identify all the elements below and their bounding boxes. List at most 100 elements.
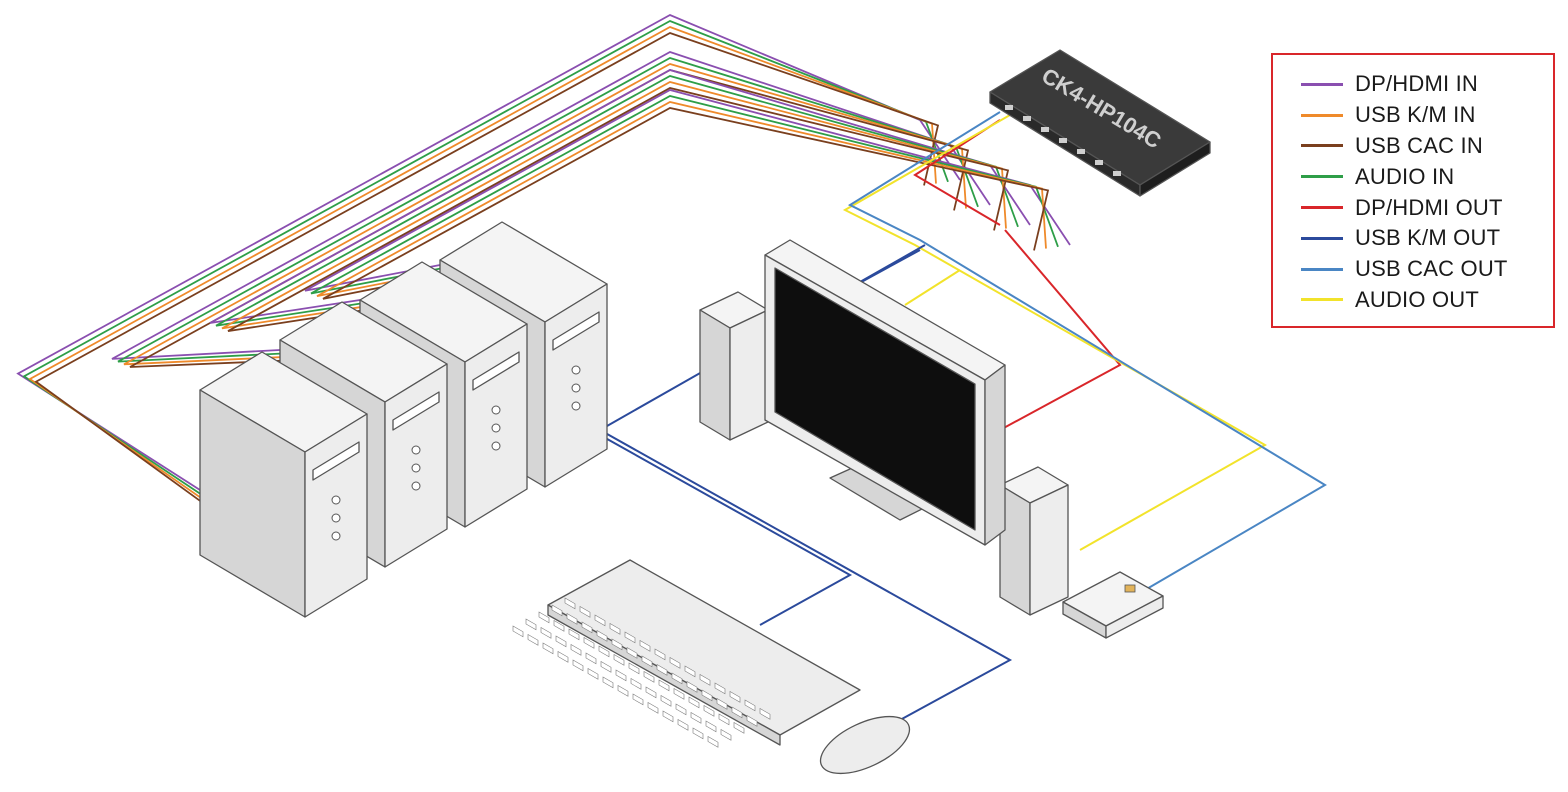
drive-bay (472, 351, 520, 391)
legend-label: DP/HDMI OUT (1355, 194, 1503, 220)
legend-swatch (1301, 144, 1343, 148)
keyboard-key (572, 659, 584, 672)
keyboard-key (690, 712, 702, 724)
legend-label: USB K/M IN (1355, 102, 1476, 128)
input-cable-bundle (16, 14, 1071, 502)
legend-item: DP/HDMI OUT (1301, 192, 1553, 223)
speaker-icon (999, 466, 1069, 616)
tower-button (491, 405, 501, 415)
keyboard-key (720, 729, 732, 741)
monitor-side (984, 364, 1006, 546)
keyboard-key (525, 618, 537, 631)
switch-port (1059, 138, 1067, 143)
keyboard-key (716, 698, 728, 710)
keyboard-key (598, 645, 610, 658)
keyboard-key (587, 668, 599, 680)
legend-label: AUDIO IN (1355, 163, 1455, 189)
keyboard-key (555, 635, 567, 648)
tower-button (331, 513, 341, 523)
input-cable (322, 107, 1050, 300)
switch-port (1077, 149, 1085, 154)
keyboard-key (759, 708, 771, 720)
dp-out-cable (999, 229, 1122, 431)
legend-label: DP/HDMI IN (1355, 71, 1478, 97)
switch-port (1095, 160, 1103, 165)
cac-reader-icon (1062, 571, 1164, 639)
keyboard-key (746, 715, 758, 727)
keyboard-key (581, 621, 593, 634)
keyboard-key (744, 699, 756, 712)
drive-bay (312, 441, 360, 481)
legend-label: USB CAC IN (1355, 132, 1483, 158)
keyboard-key (639, 640, 651, 652)
keyboard-key (613, 654, 625, 666)
keyboard-key (701, 689, 713, 702)
input-cable (227, 87, 1010, 332)
keyboard-key (568, 628, 580, 641)
km-out-cable (599, 434, 853, 626)
keyboard-key (705, 720, 717, 733)
keyboard-icon (512, 559, 861, 748)
keyboard-key (703, 705, 715, 717)
legend-label: AUDIO OUT (1355, 286, 1480, 312)
keyboard-key (527, 634, 539, 646)
switch-side (1139, 141, 1211, 197)
tower-button (571, 401, 581, 411)
equipment: CK4-HP104C (199, 49, 1211, 775)
legend-item: AUDIO OUT (1301, 285, 1553, 316)
legend-swatch (1301, 175, 1343, 179)
speaker-side (699, 309, 731, 441)
keyboard-key (731, 706, 743, 719)
legend-item: AUDIO IN (1301, 161, 1553, 192)
keyboard-key (692, 727, 704, 740)
legend-swatch (1301, 298, 1343, 302)
legend-item: USB K/M OUT (1301, 223, 1553, 254)
legend-swatch (1301, 113, 1343, 117)
keyboard-key (609, 623, 621, 635)
keyboard-key (714, 682, 726, 695)
keyboard-key (671, 672, 683, 685)
keyboard-key (579, 606, 591, 618)
keyboard-key (656, 664, 668, 676)
keyboard-key (718, 713, 730, 726)
tower-button (411, 481, 421, 491)
keyboard-key (566, 613, 578, 625)
keyboard-key (570, 644, 582, 656)
input-cable (34, 32, 940, 502)
cac-out-cable (847, 111, 1327, 591)
kvm-switch-icon: CK4-HP104C (989, 49, 1211, 197)
legend-item: USB CAC OUT (1301, 254, 1553, 285)
keyboard-key (596, 630, 608, 642)
keyboard-key (594, 614, 606, 627)
keyboard-key (684, 665, 696, 678)
legend-swatch (1301, 236, 1343, 240)
monitor-icon (764, 239, 1006, 546)
keyboard-key (669, 657, 681, 669)
speaker-front (729, 309, 769, 441)
legend-item: USB K/M IN (1301, 100, 1553, 131)
keyboard-key (632, 693, 644, 706)
keyboard-key (626, 647, 638, 659)
legend-label: USB K/M OUT (1355, 225, 1501, 251)
cac-card-slot (1124, 584, 1136, 593)
keyboard-key (540, 627, 552, 639)
keyboard-key (542, 642, 554, 655)
legend-swatch (1301, 267, 1343, 271)
audio-out-cable (904, 269, 961, 306)
keyboard-key (662, 710, 674, 723)
legend-label: USB CAC OUT (1355, 256, 1508, 282)
audio-out-cable (842, 114, 1268, 551)
mouse-body (819, 715, 911, 775)
keyboard-key (733, 722, 745, 734)
keyboard-key (729, 691, 741, 703)
switch-port (1113, 171, 1121, 176)
legend-swatch (1301, 206, 1343, 210)
keyboard-key (611, 638, 623, 651)
keyboard-key (628, 662, 640, 675)
keyboard-key (557, 651, 569, 663)
tower-button (571, 383, 581, 393)
dp-out-cable (913, 119, 1001, 226)
mouse-icon (819, 715, 911, 775)
keyboard-key (658, 679, 670, 692)
